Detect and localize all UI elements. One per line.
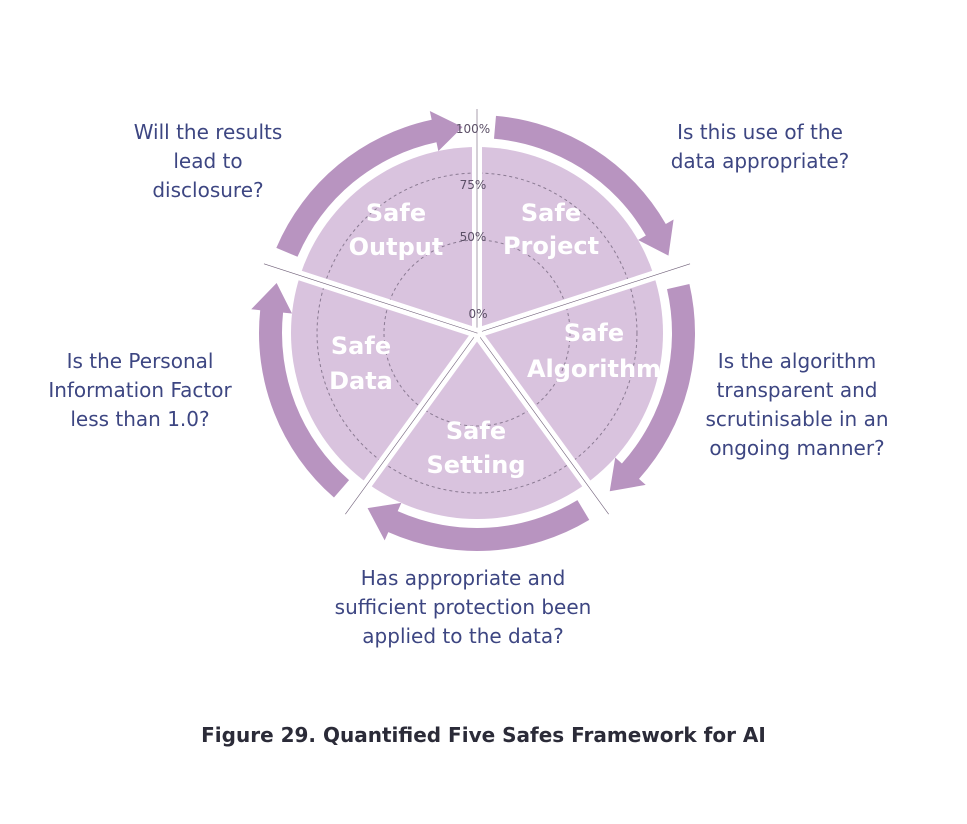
segment-dividers xyxy=(262,109,692,518)
segment-labels: Safe Project Safe Algorithm Safe Setting… xyxy=(329,199,661,479)
safe-project-label-line2: Project xyxy=(503,232,599,260)
question-safe-algorithm: Is the algorithm transparent and scrutin… xyxy=(705,349,889,460)
ring-arrow-data xyxy=(251,283,350,498)
safe-algorithm-label-line2: Algorithm xyxy=(527,355,661,383)
scale-label-100: 100% xyxy=(456,122,490,136)
ring-arrow-setting xyxy=(367,500,590,551)
scale-axis: 100% 75% 50% 0% xyxy=(456,122,490,321)
safe-setting-label-line1: Safe xyxy=(446,417,506,445)
ring-75-percent xyxy=(316,172,638,494)
ring-arrow-project xyxy=(493,115,674,256)
divider-edge-4 xyxy=(263,263,478,334)
ring-arrow-output xyxy=(276,110,463,257)
safe-data-label-line1: Safe xyxy=(331,332,391,360)
ring-arrow-algorithm xyxy=(609,283,695,492)
scale-label-0: 0% xyxy=(468,307,487,321)
question-safe-project: Is this use of the data appropriate? xyxy=(670,120,850,173)
safe-data-label-line2: Data xyxy=(329,367,393,395)
question-safe-setting: Has appropriate and sufficient protectio… xyxy=(334,566,592,648)
segment-algorithm xyxy=(477,275,663,484)
safe-project-label-line1: Safe xyxy=(521,199,581,227)
question-safe-data: Is the Personal Information Factor less … xyxy=(48,349,232,431)
divider-edge-3 xyxy=(345,332,478,515)
percentage-rings xyxy=(316,172,638,494)
safe-output-label-line2: Output xyxy=(349,233,444,261)
safe-setting-label-line2: Setting xyxy=(427,451,526,479)
segment-data xyxy=(291,275,477,484)
question-safe-output: Will the results lead to disclosure? xyxy=(133,120,283,202)
scale-label-75: 75% xyxy=(460,178,487,192)
divider-edge-1 xyxy=(476,263,691,334)
figure-caption: Figure 29. Quantified Five Safes Framewo… xyxy=(201,723,766,747)
divider-edge-2 xyxy=(476,332,609,515)
scale-label-50: 50% xyxy=(460,230,487,244)
ring-50-percent xyxy=(383,239,571,427)
safe-algorithm-label-line1: Safe xyxy=(564,319,624,347)
safe-output-label-line1: Safe xyxy=(366,199,426,227)
outer-arrow-ring xyxy=(251,110,695,551)
